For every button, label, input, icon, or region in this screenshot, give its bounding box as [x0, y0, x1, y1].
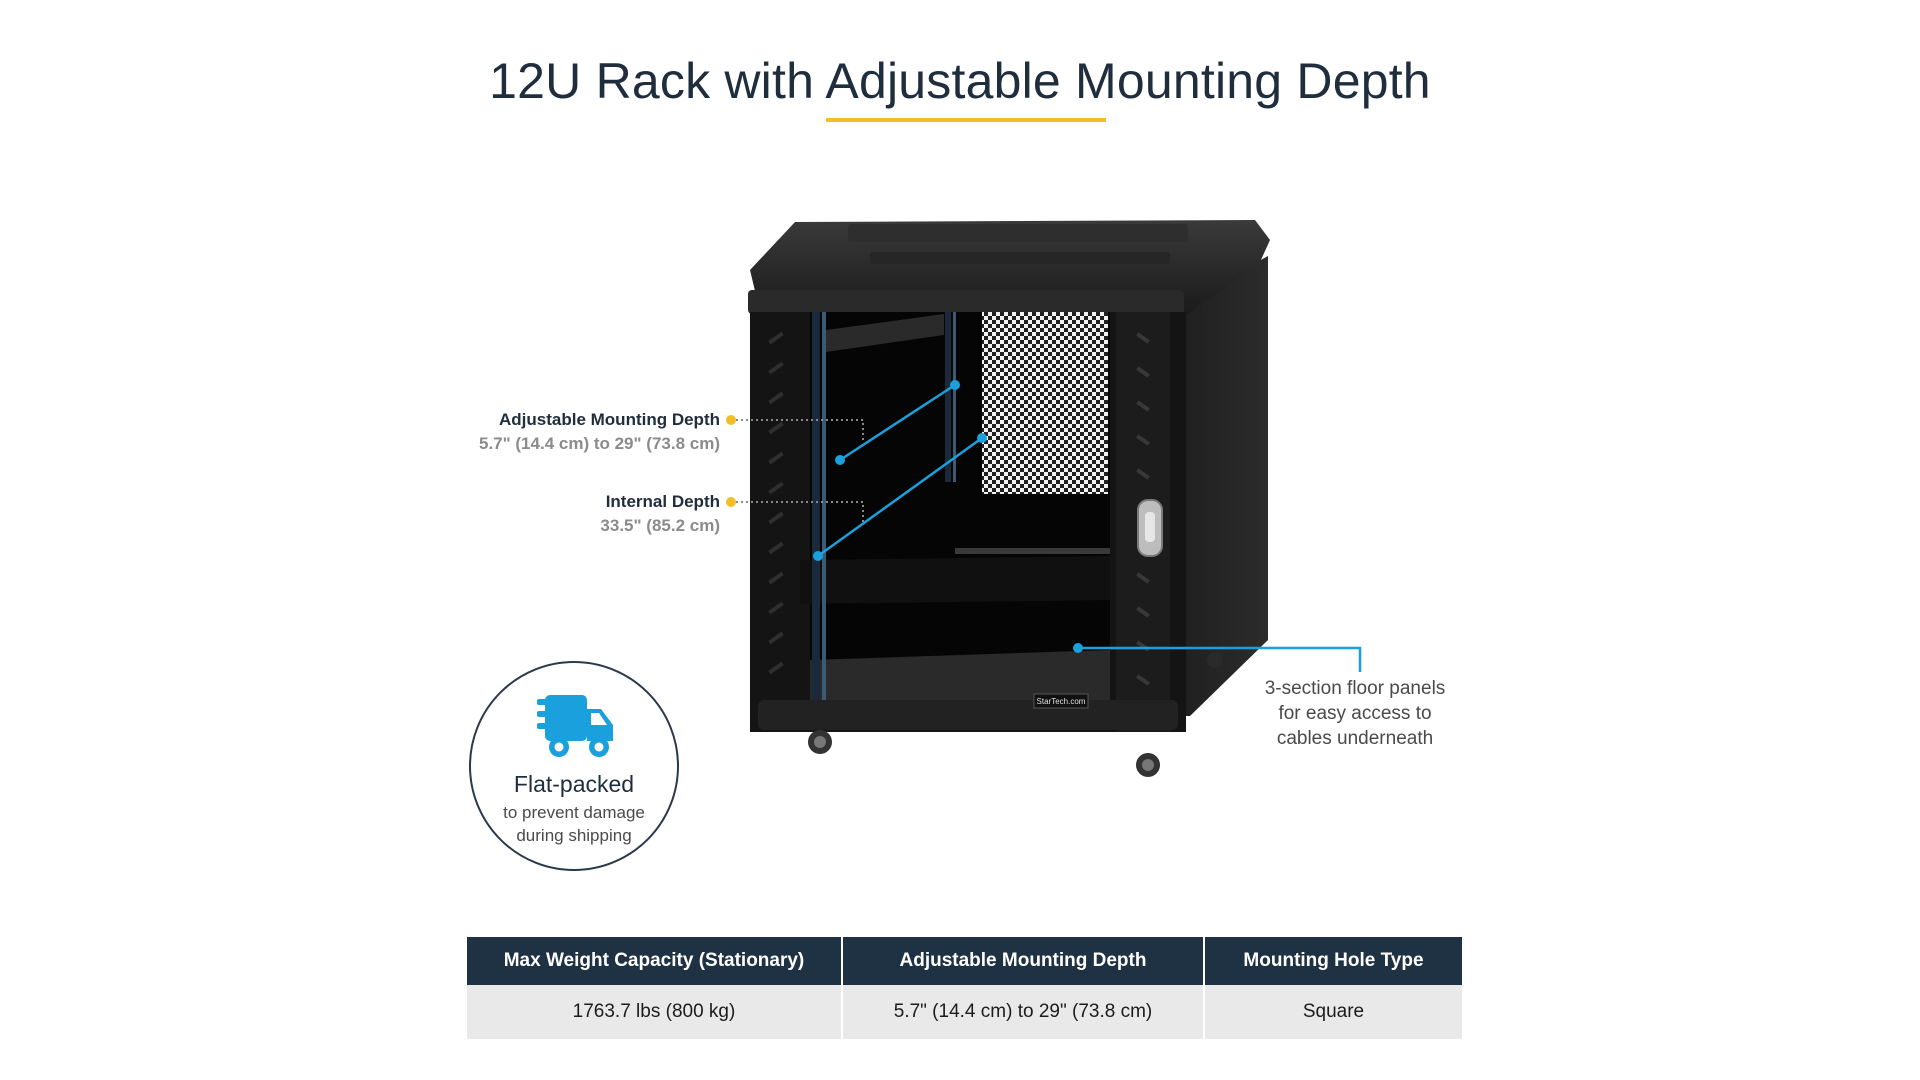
page-title: 12U Rack with Adjustable Mounting Depth: [489, 53, 1431, 109]
badge-line: to prevent damage: [503, 803, 645, 822]
floor-note-line: for easy access to: [1278, 703, 1432, 724]
column-header: Max Weight Capacity (Stationary): [467, 937, 843, 985]
brand-label: StarTech.com: [1037, 697, 1086, 706]
table-cell: 1763.7 lbs (800 kg): [467, 985, 843, 1039]
table-cell: Square: [1204, 985, 1462, 1039]
badge-line: during shipping: [516, 826, 632, 845]
floor-note-line: cables underneath: [1276, 728, 1434, 749]
column-header: Mounting Hole Type: [1204, 937, 1462, 985]
badge-subtitle: to prevent damage during shipping: [471, 801, 677, 847]
title-underline: [826, 118, 1106, 122]
table-header-row: Max Weight Capacity (Stationary) Adjusta…: [467, 937, 1462, 985]
callout-value: 5.7" (14.4 cm) to 29" (73.8 cm): [478, 434, 720, 453]
table-row: 1763.7 lbs (800 kg) 5.7" (14.4 cm) to 29…: [467, 985, 1462, 1039]
callout-value: 33.5" (85.2 cm): [600, 516, 720, 535]
badge-title: Flat-packed: [513, 771, 635, 797]
floor-panel-note: 3-section floor panels for easy access t…: [1240, 676, 1470, 751]
callout-name: Adjustable Mounting Depth: [499, 410, 720, 429]
column-header: Adjustable Mounting Depth: [842, 937, 1205, 985]
spec-table: Max Weight Capacity (Stationary) Adjusta…: [467, 937, 1462, 1039]
callout-name: Internal Depth: [605, 492, 720, 511]
table-cell: 5.7" (14.4 cm) to 29" (73.8 cm): [842, 985, 1205, 1039]
flat-packed-badge: Flat-packed to prevent damage during shi…: [469, 661, 679, 871]
callout-internal-depth: Internal Depth 33.5" (85.2 cm): [420, 492, 720, 536]
delivery-truck-icon: [537, 695, 613, 757]
floor-note-line: 3-section floor panels: [1264, 678, 1446, 699]
callout-adjustable-depth: Adjustable Mounting Depth 5.7" (14.4 cm)…: [420, 410, 720, 454]
